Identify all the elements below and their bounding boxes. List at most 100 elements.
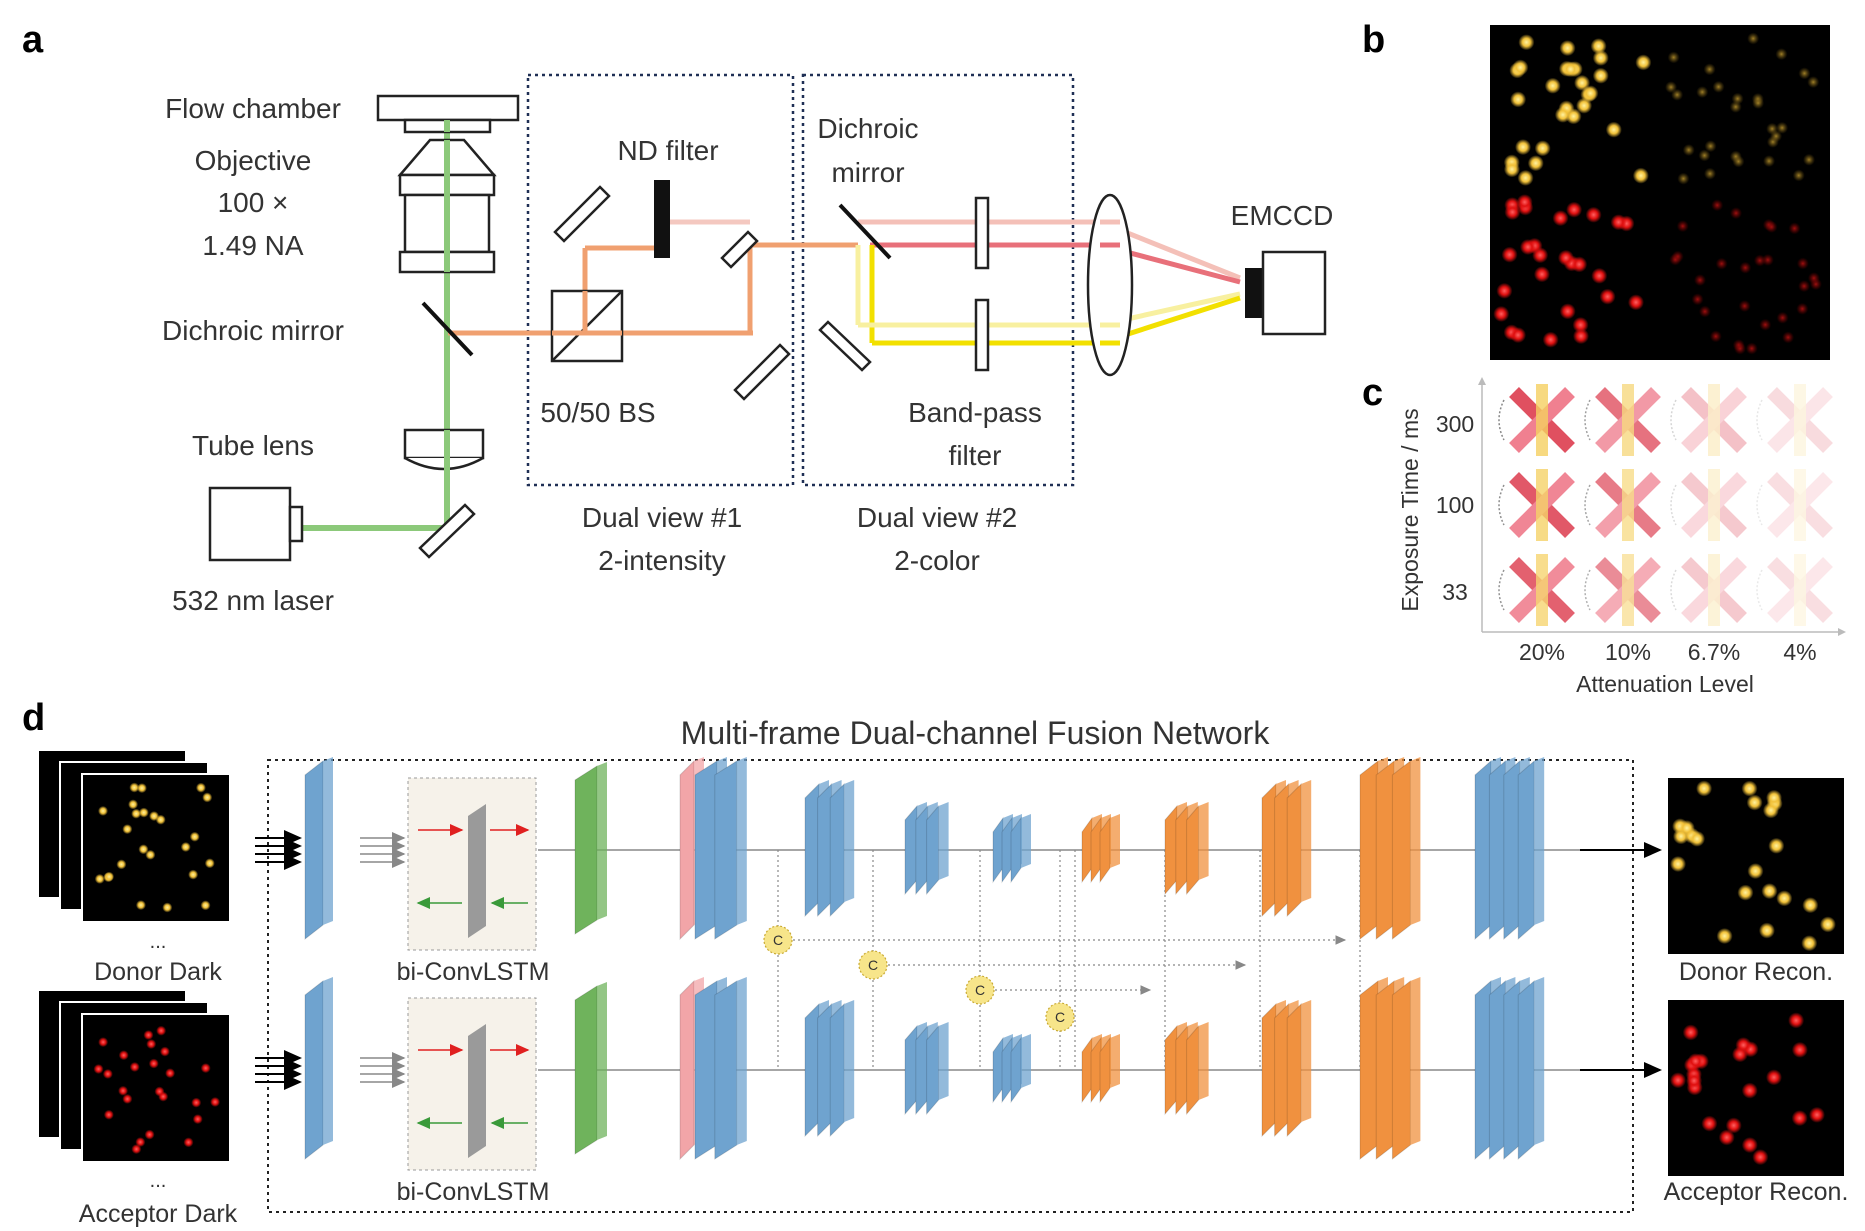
donor-dim-spot bbox=[1803, 153, 1816, 166]
donor-recon-spot bbox=[1761, 883, 1778, 900]
bandpass-label-2: filter bbox=[949, 440, 1002, 471]
panel-c-col-label-2: 6.7% bbox=[1688, 639, 1740, 665]
donor-bright-spot bbox=[1576, 97, 1593, 114]
panel-c-col-label-1: 10% bbox=[1605, 639, 1651, 665]
concat-node bbox=[965, 975, 995, 1005]
donor-input-spot bbox=[145, 849, 156, 860]
donor-bright-spot bbox=[1518, 34, 1535, 51]
concat-node bbox=[858, 950, 888, 980]
network-layer bbox=[817, 1002, 833, 1138]
network-layer bbox=[926, 804, 940, 896]
acceptor-input-spot bbox=[148, 1058, 159, 1069]
cell-bar bbox=[1794, 469, 1806, 541]
concat-node-label: C bbox=[868, 957, 878, 973]
attenuation-cell-glyph bbox=[1498, 469, 1575, 541]
acceptor-input-spot bbox=[122, 1093, 133, 1104]
donor-recon-spot bbox=[1819, 916, 1836, 933]
flow-chamber-icon bbox=[376, 94, 520, 122]
acceptor-bright-spot bbox=[1510, 327, 1527, 344]
acceptor-input-spot bbox=[165, 1068, 176, 1079]
attenuation-cell-glyph bbox=[1584, 384, 1661, 456]
acceptor-bright-spot bbox=[1572, 328, 1589, 345]
acceptor-dark-label: Acceptor Dark bbox=[79, 1200, 238, 1228]
network-layer bbox=[1375, 979, 1395, 1161]
cell-bar bbox=[1794, 384, 1806, 456]
acceptor-input-spot bbox=[131, 1144, 142, 1155]
network-layer bbox=[817, 782, 833, 918]
acceptor-recon-spot bbox=[1752, 1149, 1769, 1166]
dual-view-2-title: Dual view #2 bbox=[857, 502, 1017, 533]
objective-na-label: 1.49 NA bbox=[202, 230, 303, 261]
acceptor-dim-spot bbox=[1669, 253, 1682, 266]
acceptor-dim-spot bbox=[1739, 261, 1752, 274]
donor-recon-spot bbox=[1747, 863, 1764, 880]
lstm-label-top: bi-ConvLSTM bbox=[397, 958, 550, 986]
laser-icon bbox=[208, 486, 304, 562]
cell-stroke-a bbox=[1681, 472, 1747, 538]
network-layer bbox=[804, 1002, 820, 1138]
network-layer bbox=[915, 804, 929, 896]
donor-recon-spot bbox=[1801, 935, 1818, 952]
network-layer-side bbox=[1198, 802, 1209, 880]
dual-view-1-box bbox=[526, 73, 795, 487]
donor-recon-spot bbox=[1696, 780, 1713, 797]
donor-bright-spot bbox=[1632, 167, 1649, 184]
cell-stroke-b bbox=[1767, 557, 1833, 623]
donor-dim-spot bbox=[1703, 63, 1716, 76]
acceptor-input-spot bbox=[93, 1064, 104, 1075]
cell-arc bbox=[1584, 569, 1591, 611]
acceptor-recon-spot bbox=[1725, 1117, 1742, 1134]
acceptor-bright-spot bbox=[1501, 246, 1518, 263]
donor-bright-spot bbox=[1582, 85, 1599, 102]
concat-node bbox=[1045, 1002, 1075, 1032]
network-layer-side bbox=[1021, 1034, 1031, 1088]
panel-c-row-label-2: 33 bbox=[1442, 579, 1468, 605]
network-layer bbox=[1164, 804, 1178, 896]
attenuation-cell-glyph bbox=[1756, 469, 1833, 541]
donor-input-spot bbox=[200, 900, 211, 911]
donor-dim-spot bbox=[1682, 144, 1695, 157]
acceptor-dim-spot bbox=[1691, 293, 1704, 306]
network-layer bbox=[1261, 782, 1277, 918]
acceptor-bright-spot bbox=[1532, 247, 1549, 264]
network-layer bbox=[694, 980, 718, 1160]
acceptor-bright-spot bbox=[1627, 294, 1644, 311]
cell-bar bbox=[1708, 384, 1720, 456]
emccd-label: EMCCD bbox=[1231, 200, 1334, 231]
acceptor-input-spot bbox=[156, 1025, 167, 1036]
network-layer bbox=[904, 804, 918, 896]
cell-arc bbox=[1756, 569, 1763, 611]
network-layer bbox=[804, 782, 820, 918]
attenuation-cell-glyph bbox=[1670, 384, 1747, 456]
panel-c-xlabel: Attenuation Level bbox=[1576, 671, 1754, 697]
acceptor-recon-spot bbox=[1791, 1110, 1808, 1127]
cell-stroke-b bbox=[1767, 387, 1833, 453]
donor-input-spot bbox=[129, 782, 140, 793]
cell-arc bbox=[1670, 484, 1677, 526]
network-layer-side bbox=[1021, 814, 1031, 868]
donor-bright-spot bbox=[1559, 40, 1576, 57]
acceptor-input-spot bbox=[183, 1137, 194, 1148]
acceptor-input-spot bbox=[103, 1109, 114, 1120]
network-layer-side bbox=[938, 1022, 949, 1100]
donor-recon-spot bbox=[1768, 837, 1785, 854]
acceptor-recon-spot bbox=[1686, 1072, 1703, 1089]
donor-dim-spot bbox=[1807, 76, 1820, 89]
network-layer-side bbox=[1110, 1034, 1120, 1088]
donor-dim-spot bbox=[1696, 86, 1709, 99]
donor-bright-spot bbox=[1554, 106, 1571, 123]
panel-label-b: b bbox=[1362, 19, 1385, 61]
acceptor-input-spot bbox=[192, 1114, 203, 1125]
donor-recon-spot bbox=[1762, 802, 1779, 819]
bandpass-filter-icon bbox=[974, 298, 990, 372]
network-layer-side bbox=[323, 977, 333, 1145]
network-layer-side bbox=[1410, 977, 1421, 1145]
donor-input-spot bbox=[116, 859, 127, 870]
acceptor-dim-spot bbox=[1698, 305, 1711, 318]
donor-dark-label: Donor Dark bbox=[94, 958, 222, 986]
network-layer bbox=[574, 765, 598, 935]
network-layer bbox=[1474, 979, 1492, 1161]
dual-view-1-subtitle: 2-intensity bbox=[598, 545, 726, 576]
acceptor-dim-spot bbox=[1734, 342, 1747, 355]
